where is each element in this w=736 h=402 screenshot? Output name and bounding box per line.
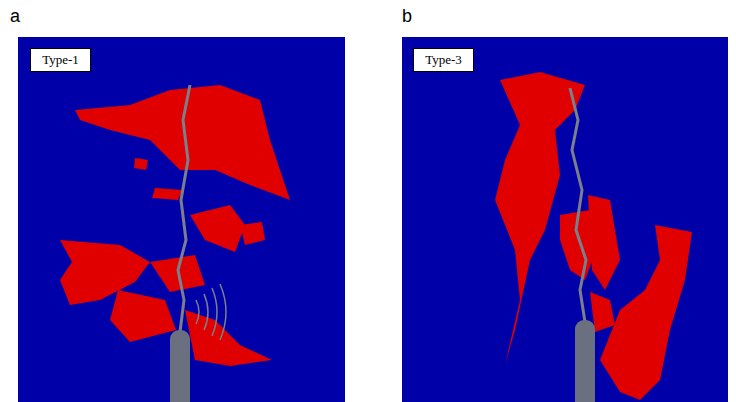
wellbore: [170, 330, 190, 402]
stress-waves: [196, 284, 226, 340]
rock-volume: [402, 37, 728, 402]
fracture-planes: [60, 85, 290, 366]
panel-letter: a: [10, 6, 20, 27]
type-label: Type-1: [42, 52, 79, 68]
panel-letter: b: [402, 6, 412, 27]
wellbore: [575, 320, 595, 402]
panel-b: [402, 37, 728, 402]
type-label-box: Type-1: [30, 48, 91, 72]
type-label-box: Type-3: [413, 48, 474, 72]
panel-a: [18, 37, 345, 402]
fracture-trace: [570, 88, 586, 322]
fracture-trace: [178, 85, 190, 332]
type-label: Type-3: [425, 52, 462, 68]
